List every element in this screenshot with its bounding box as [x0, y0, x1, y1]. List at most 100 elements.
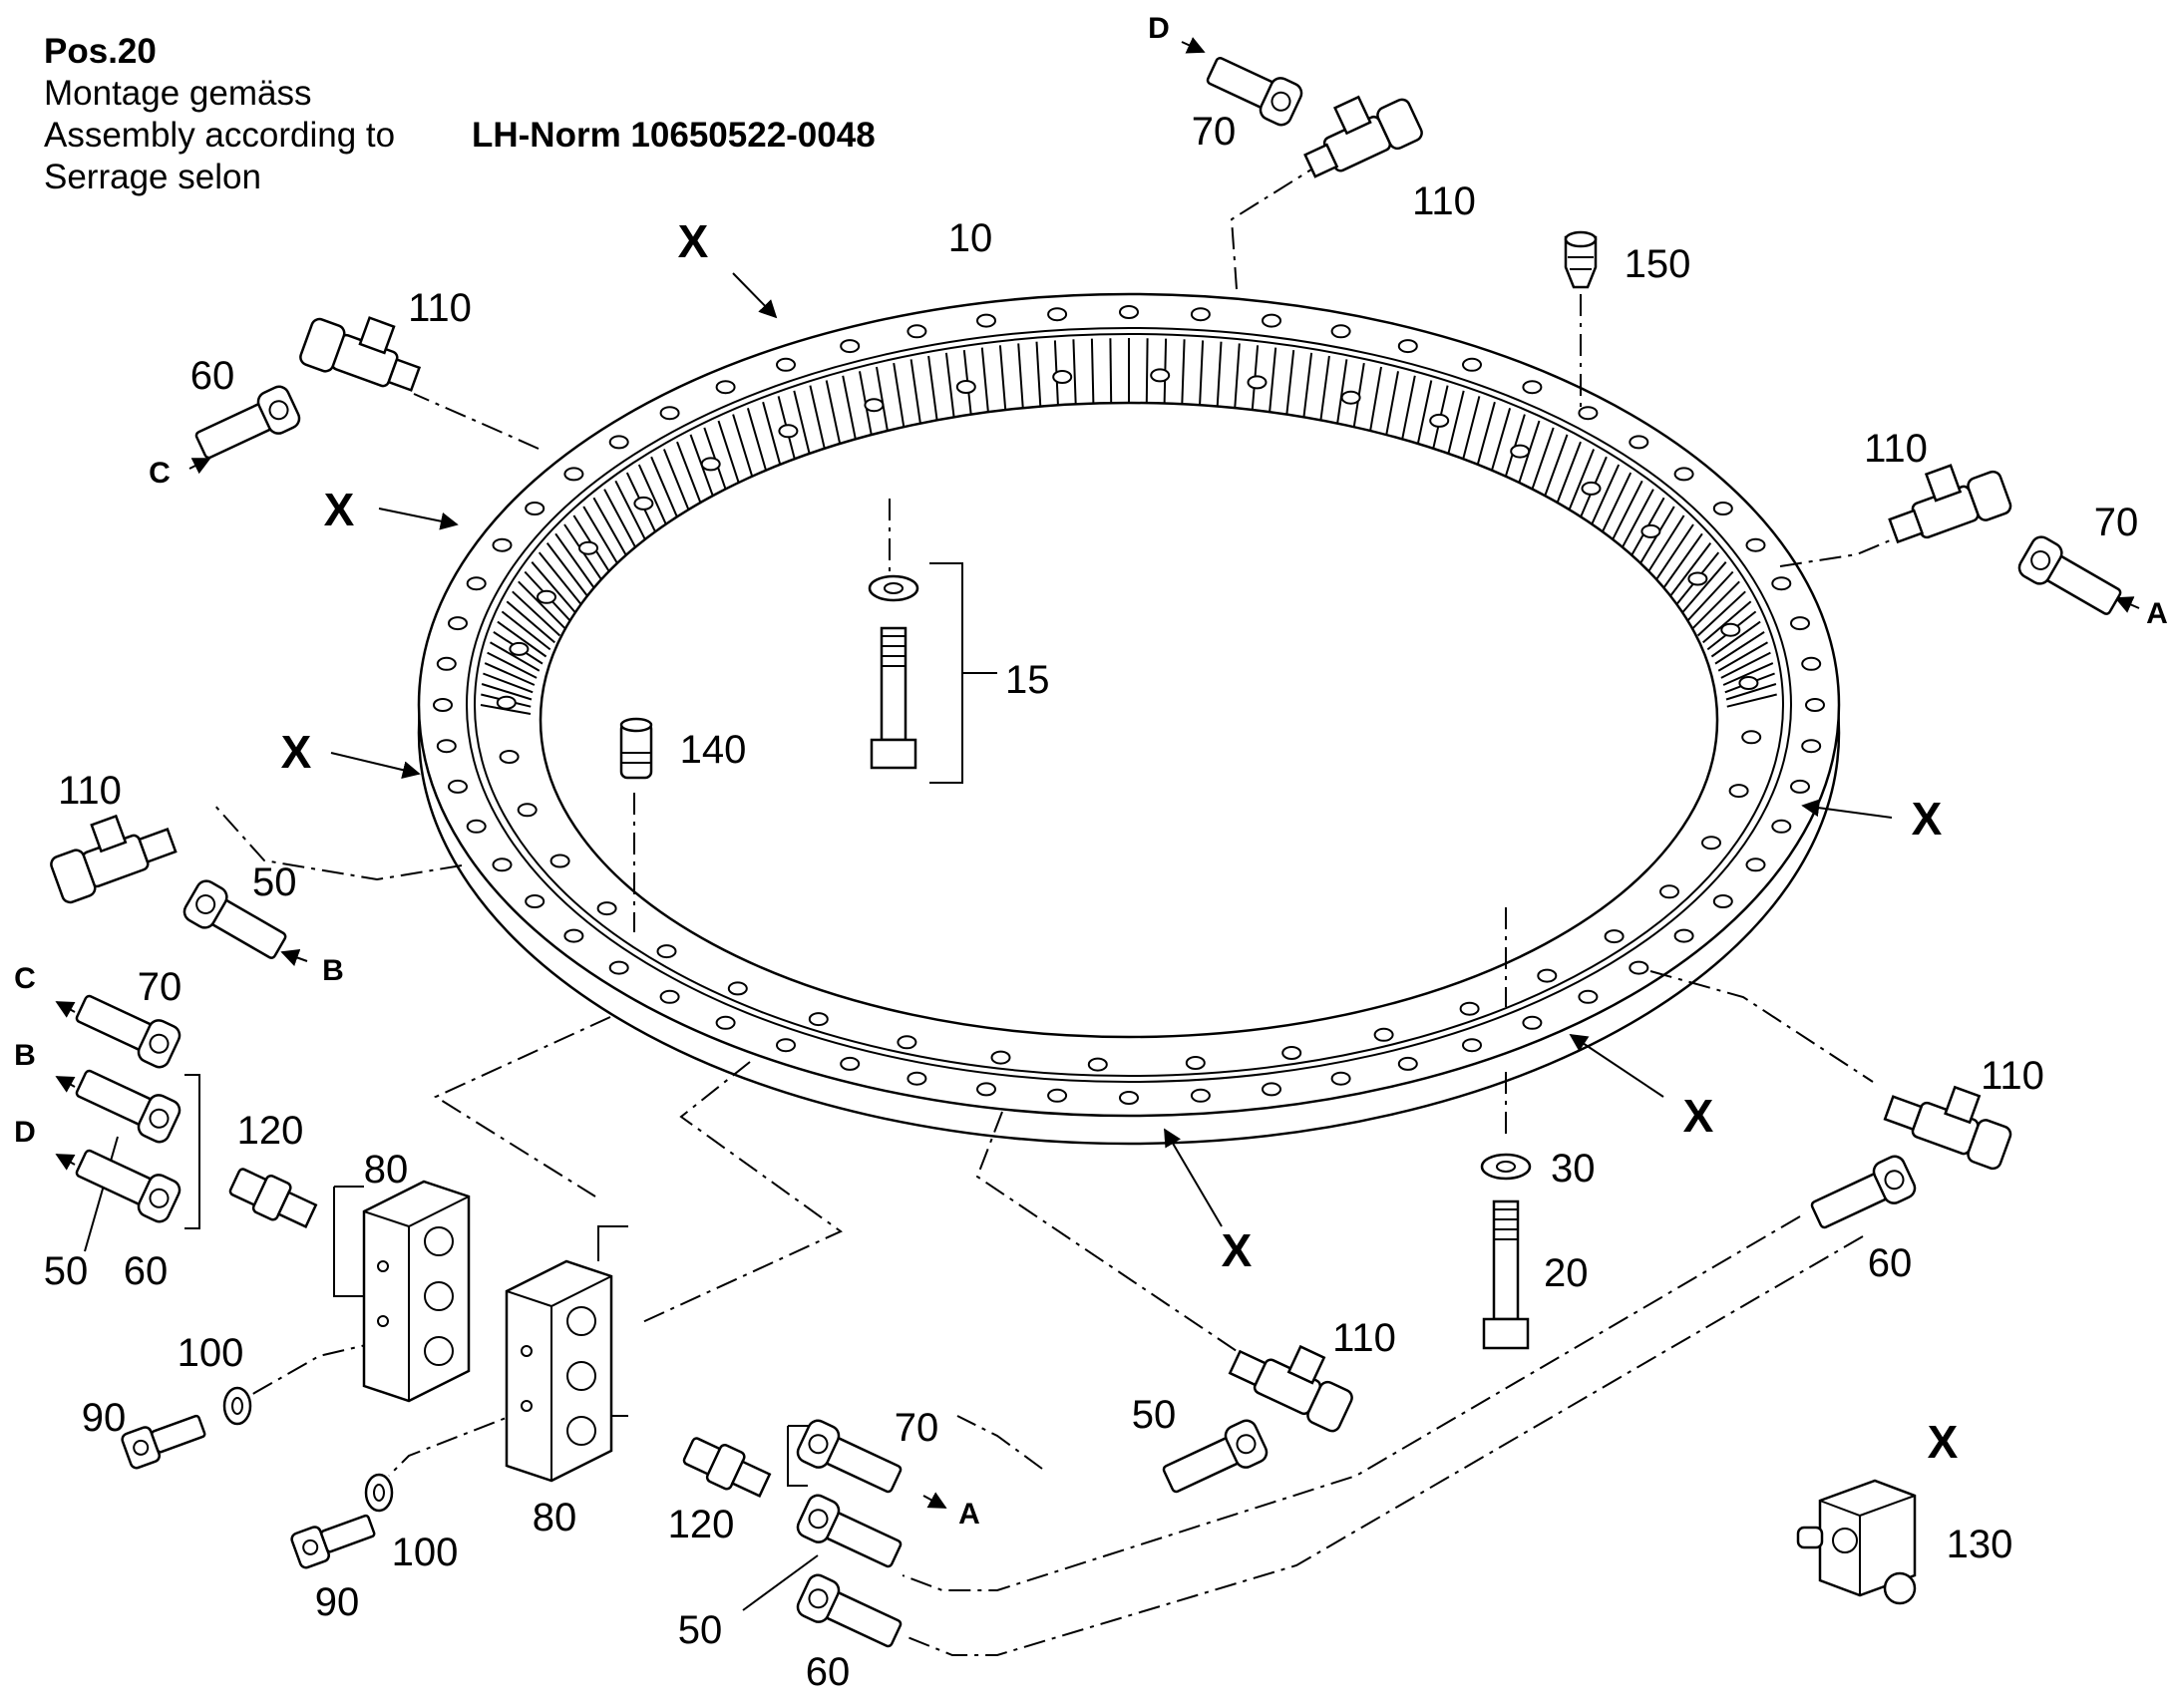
- ring-inner-bolt-hole: [537, 589, 556, 604]
- label-140: 140: [680, 728, 747, 772]
- ring-bolt-hole: [1397, 339, 1418, 354]
- bolt-20: [1480, 1153, 1532, 1350]
- ring-bolt-hole: [448, 779, 468, 794]
- hose-nipple-60-right: [1810, 1155, 1917, 1229]
- gear-tooth: [487, 651, 538, 679]
- ring-inner-bolt-hole: [1373, 1027, 1394, 1042]
- ring-inner-bolt-hole: [1581, 481, 1602, 496]
- ring-bolt-hole: [1262, 313, 1281, 328]
- gear-tooth: [1722, 662, 1774, 686]
- label-60-top-left: 60: [190, 354, 235, 398]
- flow-letters: D C A B C B D A: [14, 12, 2168, 1531]
- ring-bolt-hole: [659, 989, 680, 1004]
- x-marker-5: X: [1683, 1090, 1714, 1142]
- ring-bolt-hole: [466, 819, 487, 834]
- adapter-120-left: [228, 1168, 318, 1228]
- ring-inner-bolt-hole: [1741, 730, 1762, 745]
- ring-bolt-hole: [907, 324, 927, 339]
- ring-bolt-hole: [715, 1015, 736, 1030]
- label-80-right: 80: [533, 1496, 577, 1539]
- ring-inner-bolt-hole: [1510, 444, 1531, 459]
- label-90-right: 90: [315, 1580, 360, 1624]
- label-60-manifold: 60: [124, 1249, 169, 1293]
- ring-inner-bolt-hole: [1429, 413, 1450, 428]
- lube-nipple-150: [1564, 230, 1598, 289]
- ring-bolt-hole: [1771, 576, 1792, 591]
- ring-bolt-hole: [715, 380, 736, 395]
- label-110-left: 110: [408, 286, 472, 330]
- ring-bolt-hole: [525, 894, 545, 908]
- letter-d-top: D: [1148, 12, 1170, 45]
- label-130: 130: [1947, 1523, 2013, 1566]
- ring-bolt-hole: [776, 1038, 796, 1053]
- x-marker-3: X: [281, 726, 312, 778]
- assembly-line-french: Serrage selon: [44, 158, 261, 196]
- ring-bolt-hole: [1262, 1082, 1281, 1097]
- ring-inner-bolt-hole: [1701, 836, 1721, 851]
- label-30: 30: [1551, 1147, 1596, 1191]
- ring-bolt-hole: [1673, 928, 1694, 943]
- position-number: Pos.20: [44, 32, 157, 71]
- hose-nipple-50-left: [182, 879, 287, 959]
- gear-tooth: [1656, 532, 1703, 597]
- gear-tooth: [484, 662, 536, 686]
- ring-bolt-hole: [1397, 1056, 1418, 1071]
- ring-inner-bolt-hole: [1659, 884, 1679, 899]
- ring-bolt-hole: [1462, 1038, 1482, 1053]
- ring-bolt-hole: [1801, 739, 1822, 754]
- gear-tooth: [1717, 641, 1769, 672]
- label-70-right: 70: [2094, 501, 2139, 544]
- ring-bolt-hole: [563, 467, 584, 482]
- ring-inner-bolt-hole: [897, 1035, 917, 1050]
- ring-bolt-hole: [1790, 779, 1810, 794]
- ring-bolt-hole: [492, 537, 513, 552]
- norm-reference: LH-Norm 10650522-0048: [472, 116, 876, 155]
- screw-90-left: [121, 1414, 206, 1470]
- hose-nipple-60-bottom: [796, 1573, 903, 1648]
- ring-bolt-hole: [1462, 357, 1482, 372]
- ring-bolt-hole: [659, 406, 680, 421]
- letter-c-manifold: C: [14, 962, 36, 995]
- plug-140: [619, 717, 653, 780]
- gear-tooth: [481, 683, 533, 701]
- ring-bolt-hole: [436, 739, 457, 754]
- x-marker-1: X: [678, 215, 709, 267]
- gear-tooth: [489, 641, 541, 672]
- ring-bolt-hole: [1745, 857, 1766, 872]
- ring-bolt-hole: [1047, 1088, 1068, 1103]
- ring-bolt-hole: [1047, 307, 1068, 322]
- ring-bolt-hole: [1712, 894, 1733, 908]
- ring-bolt-hole: [525, 502, 545, 515]
- gear-tooth: [1710, 620, 1761, 658]
- ring-bolt-hole: [1190, 1088, 1211, 1103]
- ring-bolt-hole: [1745, 537, 1766, 552]
- ring-inner-bolt-hole: [596, 901, 617, 916]
- label-110-top: 110: [1412, 179, 1476, 223]
- ring-inner-bolt-hole: [778, 424, 799, 439]
- ring-inner-bolt-hole: [727, 981, 748, 996]
- ring-inner-bolt-hole: [1738, 676, 1759, 690]
- label-50-right: 50: [1132, 1393, 1177, 1437]
- gear-tooth: [483, 672, 534, 694]
- ring-bolt-hole: [976, 313, 996, 328]
- label-110-lower-right: 110: [1981, 1054, 2044, 1098]
- gear-tooth: [545, 541, 593, 603]
- hose-nipple-50-bottom: [796, 1494, 903, 1568]
- letter-a-right: A: [2146, 597, 2168, 630]
- hose-nipple-70-right: [2017, 535, 2122, 615]
- tee-fitting-top: [1303, 95, 1423, 178]
- gear-tooth: [512, 590, 561, 637]
- ring-inner-bolt-hole: [1247, 375, 1268, 390]
- label-15: 15: [1005, 658, 1050, 702]
- gear-tooth: [1714, 631, 1765, 665]
- ring-inner-bolt-hole: [496, 695, 517, 710]
- label-70-bottom: 70: [895, 1406, 939, 1450]
- ring-bolt-hole: [1578, 989, 1599, 1004]
- ring-inner-bolt-hole: [1281, 1046, 1302, 1060]
- ring-bolt-hole: [1805, 698, 1825, 712]
- ring-bolt-hole: [1771, 819, 1792, 834]
- ring-bolt-hole: [1629, 435, 1649, 450]
- gear-tooth: [1725, 683, 1777, 701]
- letter-b-manifold: B: [14, 1039, 36, 1072]
